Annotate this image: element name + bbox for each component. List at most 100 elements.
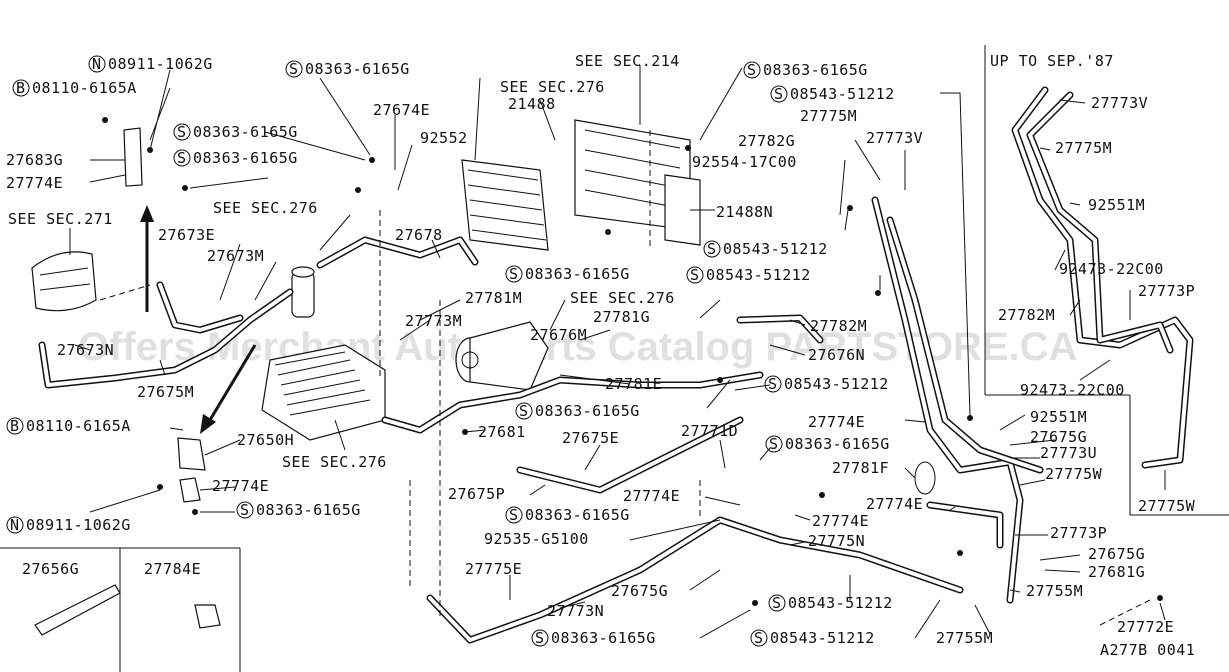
- part-label: 27775M: [1055, 139, 1112, 157]
- symbol-n: N: [10, 516, 20, 534]
- part-label: 27781G: [593, 308, 650, 326]
- part-label: 27775W: [1045, 465, 1103, 483]
- part-labels: 08911-1062G 08110-6165A 08363-6165G 2767…: [6, 52, 1196, 659]
- symbol-s: S: [769, 435, 779, 453]
- part-label: 92552: [420, 129, 468, 147]
- compressor-component: [455, 321, 549, 391]
- part-label: 27678: [395, 226, 443, 244]
- part-label: 27681G: [1088, 563, 1145, 581]
- part-label: 27781E: [605, 375, 662, 393]
- legend-boxes: [0, 547, 241, 672]
- part-label: 08110-6165A: [26, 417, 131, 435]
- heater-core-component: [574, 119, 701, 246]
- part-label: 08363-6165G: [551, 629, 656, 647]
- symbol-s: S: [177, 149, 187, 167]
- part-label: 27773V: [866, 129, 923, 147]
- part-label: 27650H: [237, 431, 294, 449]
- part-label: 08363-6165G: [525, 265, 630, 283]
- part-label: 08543-51212: [706, 266, 811, 284]
- symbol-s: S: [690, 266, 700, 284]
- fasteners: [34, 117, 1163, 636]
- pipes: [38, 86, 1194, 644]
- part-label: SEE SEC.276: [500, 78, 605, 96]
- symbol-s: S: [519, 402, 529, 420]
- part-label: 27755M: [1026, 582, 1083, 600]
- part-label: 08110-6165A: [32, 79, 137, 97]
- part-label: 08363-6165G: [305, 60, 410, 78]
- symbol-b: B: [16, 79, 26, 97]
- part-label: 08363-6165G: [193, 149, 298, 167]
- part-label: 08543-51212: [788, 594, 893, 612]
- part-label: 27771D: [681, 422, 738, 440]
- part-label: 27773P: [1050, 524, 1107, 542]
- evaporator-component: [461, 159, 549, 251]
- part-label: 27676N: [808, 346, 865, 364]
- part-label: 27675E: [562, 429, 619, 447]
- condenser-component: [261, 344, 386, 441]
- part-label: 27675M: [137, 383, 194, 401]
- part-label: 27784E: [144, 560, 201, 578]
- part-label: 27773U: [1040, 444, 1097, 462]
- part-label: 27683G: [6, 151, 63, 169]
- part-label: SEE SEC.276: [282, 453, 387, 471]
- part-label: 08543-51212: [770, 629, 875, 647]
- part-label: 92473-22C00: [1059, 260, 1164, 278]
- part-label: 21488N: [716, 203, 773, 221]
- part-label: 27773N: [547, 602, 604, 620]
- part-label: 27774E: [808, 413, 865, 431]
- part-label: 08543-51212: [723, 240, 828, 258]
- part-label: SEE SEC.276: [570, 289, 675, 307]
- part-label: 08911-1062G: [108, 55, 213, 73]
- part-label: SEE SEC.214: [575, 52, 680, 70]
- part-label: 27781F: [832, 459, 889, 477]
- symbol-s: S: [240, 501, 250, 519]
- inset-header: UP TO SEP.'87: [990, 52, 1114, 70]
- part-label: 27774E: [866, 495, 923, 513]
- part-label: 27675G: [611, 582, 668, 600]
- part-label: 27773P: [1138, 282, 1195, 300]
- part-label: 08363-6165G: [535, 402, 640, 420]
- part-label: SEE SEC.276: [213, 199, 318, 217]
- part-label: 27675P: [448, 485, 505, 503]
- part-label: 92473-22C00: [1020, 381, 1125, 399]
- symbol-s: S: [289, 60, 299, 78]
- part-label: 08363-6165G: [525, 506, 630, 524]
- symbol-s: S: [754, 629, 764, 647]
- part-label: 08543-51212: [790, 85, 895, 103]
- part-label: SEE SEC.271: [8, 210, 113, 228]
- part-label: 27656G: [22, 560, 79, 578]
- part-label: 27673E: [158, 226, 215, 244]
- part-label: 27775E: [465, 560, 522, 578]
- part-label: 27773M: [405, 312, 462, 330]
- symbol-letters: N B S S S S S S S S S S B S S N S S S S: [10, 55, 784, 647]
- part-label: 27774E: [623, 487, 680, 505]
- symbol-s: S: [509, 265, 519, 283]
- part-label: 27775W: [1138, 497, 1196, 515]
- receiver-drier-component: [291, 266, 315, 318]
- part-label: 27773V: [1091, 94, 1148, 112]
- symbol-n: N: [92, 55, 102, 73]
- symbol-s: S: [747, 61, 757, 79]
- cover-component: [31, 251, 97, 312]
- leader-lines: [69, 65, 1166, 639]
- part-label: 92554-17C00: [692, 153, 797, 171]
- direction-arrows: [140, 205, 257, 434]
- part-label: 27782M: [810, 317, 867, 335]
- symbol-s: S: [774, 85, 784, 103]
- part-label: 27774E: [6, 174, 63, 192]
- figure-code: A277B 0041: [1100, 641, 1195, 659]
- part-label: 27782G: [738, 132, 795, 150]
- part-label: 27681: [478, 423, 526, 441]
- part-label: 08911-1062G: [26, 516, 131, 534]
- part-label: 27675G: [1030, 428, 1087, 446]
- part-label: 08543-51212: [784, 375, 889, 393]
- symbol-s: S: [177, 123, 187, 141]
- part-label: 27775N: [808, 532, 865, 550]
- dashed-guides: [99, 130, 1151, 626]
- part-label: 27774E: [812, 512, 869, 530]
- part-label: 27674E: [373, 101, 430, 119]
- part-label: 27673N: [57, 341, 114, 359]
- inset-frame: [984, 45, 1229, 516]
- part-label: 27673M: [207, 247, 264, 265]
